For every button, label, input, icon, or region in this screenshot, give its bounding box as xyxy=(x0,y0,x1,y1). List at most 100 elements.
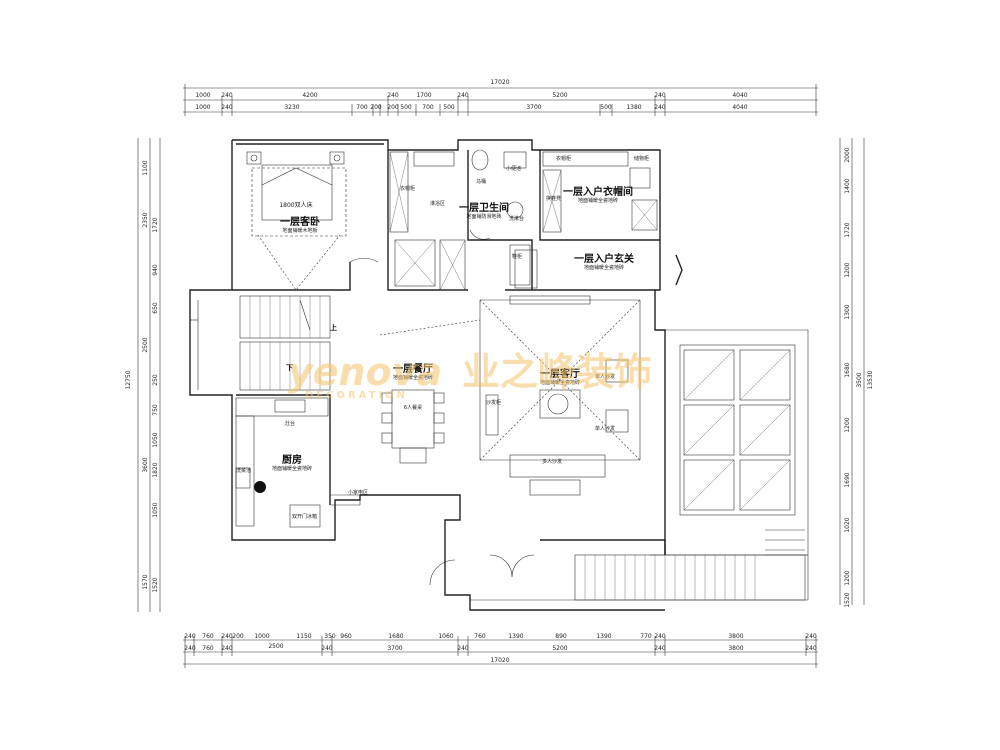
bed-label: 1800双人床 xyxy=(279,201,312,209)
dim: 1390 xyxy=(596,633,611,640)
stove-label: 灶台 xyxy=(285,420,295,427)
dining-table-label: 6人餐桌 xyxy=(404,404,422,411)
fridge-label: 双开门冰箱 xyxy=(292,513,317,520)
dim: 240 xyxy=(457,92,469,99)
dim: 1570 xyxy=(142,574,149,589)
dim: 1200 xyxy=(844,262,851,277)
dim: 3800 xyxy=(728,645,743,652)
dim: 4040 xyxy=(732,92,747,99)
living xyxy=(479,295,641,496)
dim: 1150 xyxy=(296,633,311,640)
wardrobe-label: 衣帽柜 xyxy=(400,185,415,192)
dim: 240 xyxy=(184,645,196,652)
kitchen-note: 地面铺暖全瓷地砖 xyxy=(272,465,312,472)
dim: 1680 xyxy=(844,362,851,377)
top-total-dim: 17020 xyxy=(490,79,509,86)
terrace xyxy=(679,344,796,516)
dim: 200 xyxy=(387,104,399,111)
cloakroom xyxy=(514,151,683,289)
dim: 1300 xyxy=(844,304,851,319)
sofa2-label: 单人沙发 xyxy=(595,425,615,432)
bedroom xyxy=(246,151,379,291)
dim: 1390 xyxy=(508,633,523,640)
dim: 760 xyxy=(474,633,486,640)
dim: 2500 xyxy=(142,337,149,352)
dim: 700 xyxy=(356,104,368,111)
dim: 1700 xyxy=(416,92,431,99)
right-total-dim: 13530 xyxy=(867,370,874,389)
dim: 200 xyxy=(232,633,244,640)
dim: 1720 xyxy=(844,222,851,237)
dim: 1200 xyxy=(844,417,851,432)
dim: 770 xyxy=(640,633,652,640)
dim: 5200 xyxy=(552,92,567,99)
dim: 1020 xyxy=(844,517,851,532)
walls xyxy=(189,139,809,611)
left-total-dim: 12750 xyxy=(125,370,132,389)
dim: 760 xyxy=(202,633,214,640)
dim: 240 xyxy=(654,92,666,99)
dim: 240 xyxy=(387,92,399,99)
dim: 1400 xyxy=(844,178,851,193)
dim: 650 xyxy=(152,302,159,314)
dim: 240 xyxy=(221,633,233,640)
cloak-note: 地面铺暖全瓷地砖 xyxy=(578,197,618,204)
dim: 250 xyxy=(152,374,159,386)
top-dimensions: 17020 1000 240 4200 240 1700 240 5200 24… xyxy=(183,79,818,116)
dim: 1380 xyxy=(626,104,641,111)
stair-up-label: 上 xyxy=(330,323,337,332)
bottom-dimensions: 240 760 240 200 1000 1150 350 960 1680 1… xyxy=(183,633,818,668)
dim: 890 xyxy=(555,633,567,640)
dim: 750 xyxy=(152,404,159,416)
dim: 240 xyxy=(654,104,666,111)
living-note: 地面铺暖全瓷地砖 xyxy=(540,379,580,386)
bedroom-note: 地面铺暖木地板 xyxy=(282,227,317,234)
sofa3-label: 多人沙发 xyxy=(542,458,562,465)
bedroom-name: 一层客卧 xyxy=(280,215,320,228)
watermark-brand: yenova xyxy=(288,350,442,394)
watermark-cn: 业之峰装饰 xyxy=(462,350,652,394)
cabinet-label: 沙发柜 xyxy=(486,399,501,406)
dim: 1050 xyxy=(152,502,159,517)
dim: 5200 xyxy=(552,645,567,652)
dim: 2500 xyxy=(268,643,283,650)
dim: 1000 xyxy=(195,104,210,111)
cloak-name: 一层入户衣帽间 xyxy=(563,185,633,198)
dim: 2350 xyxy=(142,212,149,227)
dim: 1520 xyxy=(152,577,159,592)
dim: 2000 xyxy=(844,147,851,162)
dim: 240 xyxy=(654,645,666,652)
cloak-cabinet-label: 衣帽柜 xyxy=(556,155,571,162)
dim: 240 xyxy=(457,645,469,652)
left-dimensions: 12750 1100 2350 1720 940 650 2500 250 75… xyxy=(125,138,161,612)
dim: 240 xyxy=(805,645,817,652)
watermark: yenova DECORATION 业之峰装饰 xyxy=(288,350,652,401)
appliance-area-label: 小家电区 xyxy=(348,489,368,496)
entrance-steps xyxy=(429,529,806,601)
dim: 940 xyxy=(152,264,159,276)
bathroom-name: 一层卫生间 xyxy=(459,201,509,214)
dim: 1690 xyxy=(844,472,851,487)
sink-kitchen-label: 洗菜池 xyxy=(236,467,251,474)
shower-label: 淋浴区 xyxy=(430,200,445,207)
dining xyxy=(379,319,481,464)
dim: 760 xyxy=(202,645,214,652)
bathroom-note: 地面铺防滑地砖 xyxy=(466,213,501,220)
dim: 1720 xyxy=(152,217,159,232)
right-dimensions: 13530 2000 1400 1720 1200 1300 1680 3500… xyxy=(839,138,874,608)
dim: 1820 xyxy=(152,462,159,477)
dim: 240 xyxy=(805,633,817,640)
foyer-name: 一层入户玄关 xyxy=(574,252,634,265)
sink-label: 洗漱台 xyxy=(509,215,524,222)
dim: 240 xyxy=(184,633,196,640)
cloak-bench-label: 换鞋凳 xyxy=(546,195,561,202)
kitchen xyxy=(235,397,361,528)
living-name: 一层客厅 xyxy=(540,367,580,380)
sofa1-label: 单人沙发 xyxy=(595,373,615,380)
dim: 500 xyxy=(400,104,412,111)
dim: 4200 xyxy=(302,92,317,99)
dim: 1060 xyxy=(438,633,453,640)
toilet-label: 马桶 xyxy=(476,178,486,185)
dining-note: 地面铺暖全瓷地砖 xyxy=(393,374,433,381)
